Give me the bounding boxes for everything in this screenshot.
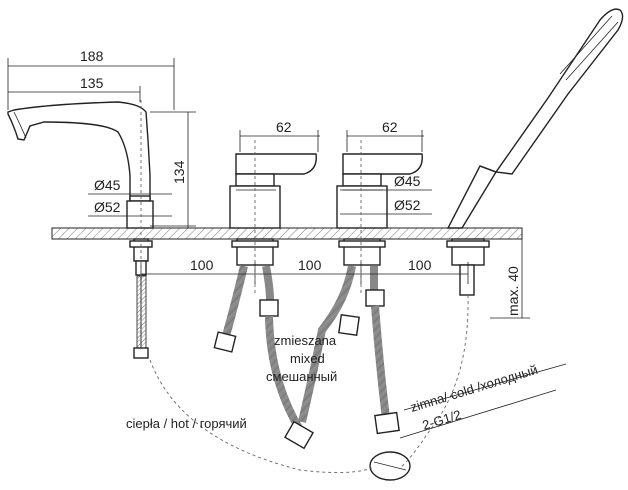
dim-max-thickness: max. 40 (505, 266, 521, 316)
mixer-handle-2 (336, 153, 423, 266)
hand-shower (446, 8, 624, 296)
label-mixed-pl: zmieszana (274, 333, 337, 348)
dim-handle-dia-52: Ø52 (394, 197, 421, 213)
dim-spacing-2: 100 (298, 257, 322, 273)
dim-spacing-3: 100 (408, 257, 432, 273)
label-thread: 2-G1/2 (420, 407, 462, 433)
label-cold: zimna/ cold /холодный (408, 362, 539, 415)
label-mixed-ru: смешанный (266, 369, 337, 384)
label-hot: ciepła / hot / горячий (126, 416, 247, 431)
dim-handle-width-left: 62 (276, 119, 292, 135)
dim-handle-dia-45: Ø45 (394, 173, 421, 189)
dim-spout-dia-52: Ø52 (94, 199, 121, 215)
mixer-handle-1 (229, 153, 317, 266)
hoses (133, 265, 469, 481)
dim-spout-overall: 188 (80, 48, 104, 64)
dim-spout-dia-45: Ø45 (94, 177, 121, 193)
dim-spacing-1: 100 (190, 257, 214, 273)
dim-spout-reach: 135 (80, 75, 104, 91)
dimension-lines (7, 58, 567, 439)
deck-surface (51, 227, 523, 240)
label-mixed-en: mixed (290, 351, 325, 366)
dim-spout-height: 134 (171, 160, 187, 184)
dim-handle-width-right: 62 (382, 119, 398, 135)
spout (7, 101, 154, 276)
